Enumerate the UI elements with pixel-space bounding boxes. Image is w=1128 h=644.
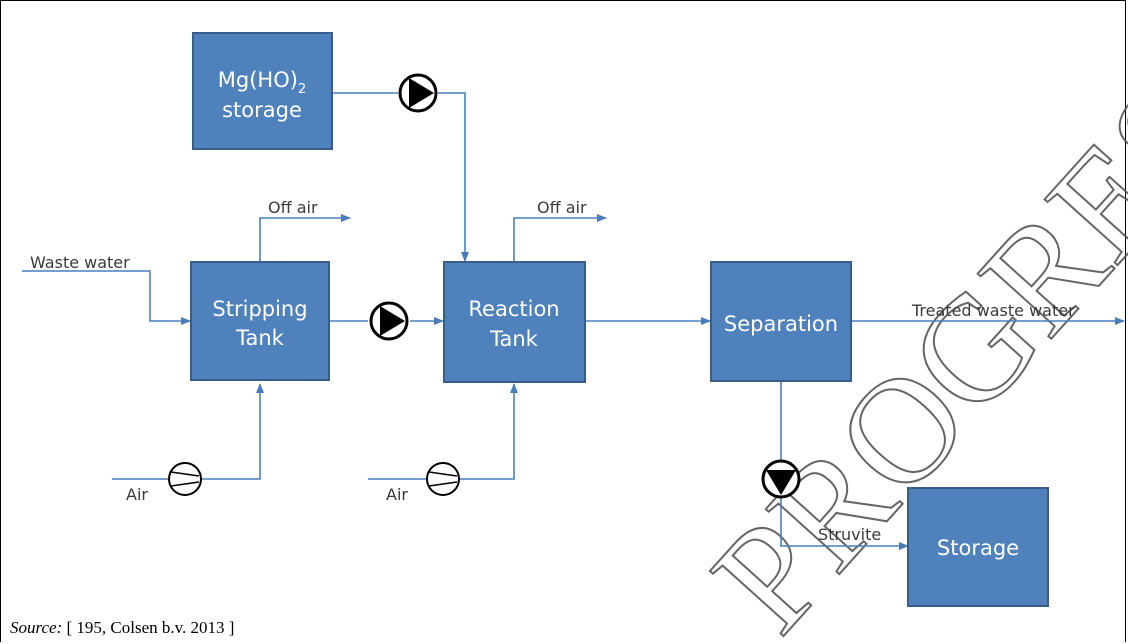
off-air-label: Off air: [537, 198, 587, 217]
box-reaction-tank: Reaction Tank: [443, 261, 586, 383]
struvite-flow: [780, 498, 909, 550]
air-label: Air: [386, 485, 408, 504]
stripping-tank-label-line2: Tank: [235, 326, 285, 350]
separation-label: Separation: [724, 312, 838, 336]
flow-lines: [22, 92, 1125, 550]
compressor-icon: [426, 462, 460, 496]
air-1-flow: [200, 383, 264, 480]
compressor-icon: [168, 462, 202, 496]
storage-label: Storage: [937, 536, 1019, 560]
box-mg-storage: Mg(HO)2 storage: [192, 32, 333, 150]
pump-icon: [761, 459, 801, 499]
box-separation: Separation: [710, 261, 852, 382]
pump-icon: [398, 73, 438, 113]
mg-pump-to-reaction-flow: [438, 92, 469, 262]
box-storage: Storage: [907, 487, 1049, 607]
air-label: Air: [126, 485, 148, 504]
stripping-tank-label-line1: Stripping: [212, 297, 307, 321]
waste-water-flow: [22, 270, 191, 325]
air-2-flow: [458, 383, 518, 480]
source-prefix: Source:: [10, 618, 63, 637]
source-caption: Source: [ 195, Colsen b.v. 2013 ]: [10, 618, 234, 638]
source-text: [ 195, Colsen b.v. 2013 ]: [62, 618, 235, 637]
box-stripping-tank: Stripping Tank: [190, 261, 330, 381]
mg-storage-label-line2: storage: [222, 98, 302, 122]
reaction-tank-label-line2: Tank: [489, 327, 539, 351]
reaction-tank-label-line1: Reaction: [468, 297, 559, 321]
off-air-label: Off air: [268, 198, 318, 217]
off-air-1-flow: [259, 214, 351, 262]
pump-icon: [369, 301, 409, 341]
treated-waste-water-label: Treated waste water: [911, 301, 1075, 320]
waste-water-label: Waste water: [30, 253, 130, 272]
mg-storage-label-line1: Mg(HO)2: [218, 68, 306, 97]
off-air-2-flow: [513, 214, 607, 262]
struvite-label: Struvite: [818, 525, 881, 544]
